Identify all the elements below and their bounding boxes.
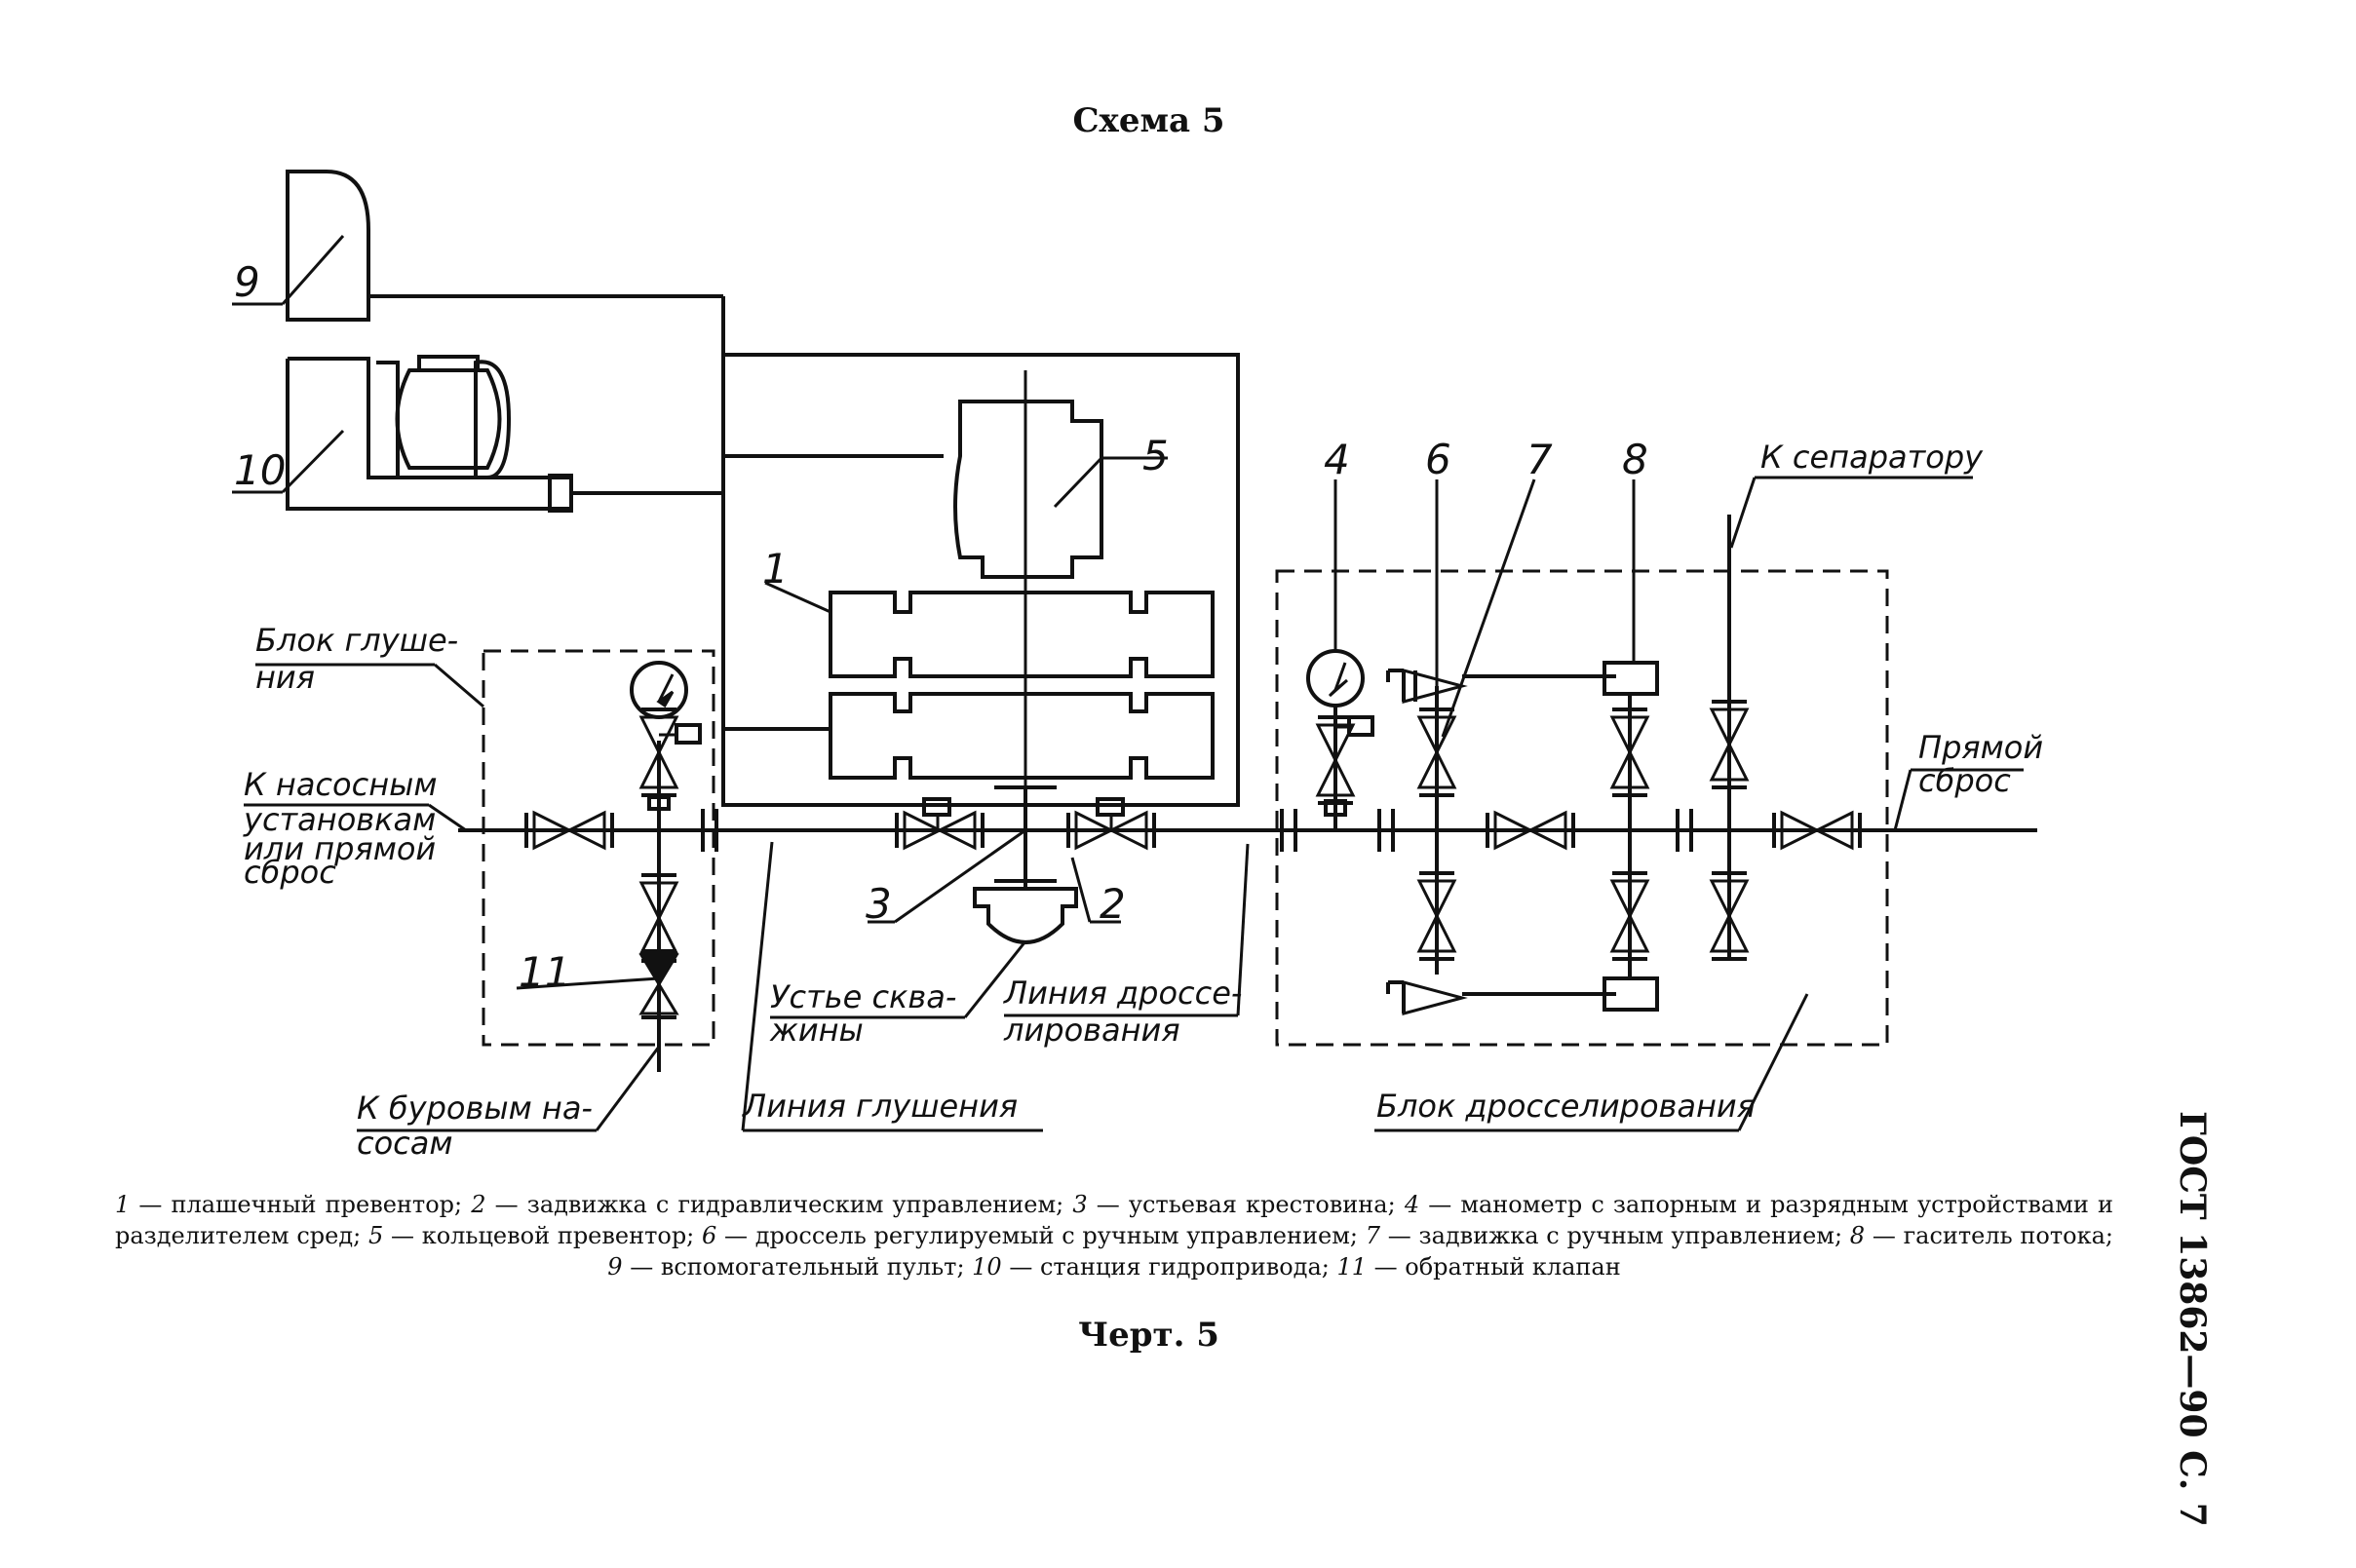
choke-block-caption: Блок дросселирования [1374, 993, 1809, 1132]
legend-item: 2 — задвижка с гидравлическим управление… [471, 1191, 1073, 1218]
legend-item: 5 — кольцевой превентор; [367, 1222, 703, 1249]
choke-block: 4 6 7 8 [1275, 436, 1889, 1047]
to-separator-caption: К сепаратору [1729, 439, 1984, 549]
label-10: 10 [234, 446, 286, 494]
label-11: 11 [519, 948, 570, 996]
label-3: 3 [866, 880, 892, 928]
label-6: 6 [1425, 436, 1451, 483]
label-1: 1 [762, 545, 789, 593]
legend-item: 6 — дроссель регулируемый с ручным управ… [702, 1222, 1366, 1249]
svg-text:Прямой: Прямой [1918, 729, 2043, 766]
svg-text:К буровым на-: К буровым на- [357, 1090, 593, 1127]
svg-text:Линия дроссе-: Линия дроссе- [1003, 975, 1242, 1012]
svg-text:сброс: сброс [244, 854, 336, 891]
legend-item: 3 — устьевая крестовина; [1072, 1191, 1405, 1218]
choke-line-caption: Линия дроссе- лирования [1003, 843, 1250, 1049]
ram-preventers: 1 [762, 545, 1215, 780]
hydraulic-station: 10 [232, 355, 723, 513]
legend: 1 — плашечный превентор; 2 — задвижка с … [115, 1189, 2113, 1282]
legend-item: 9 — вспомогательный пульт; [607, 1253, 973, 1281]
svg-text:Линия глушения: Линия глушения [742, 1088, 1018, 1125]
to-pump-caption: К насосным установкам или прямой сброс [243, 766, 467, 891]
legend-item: 1 — плашечный превентор; [115, 1191, 472, 1218]
svg-text:или прямой: или прямой [244, 830, 436, 867]
svg-text:Блок глуше-: Блок глуше- [255, 622, 458, 659]
svg-text:лирования: лирования [1003, 1012, 1180, 1049]
legend-item: 4 — манометр с запорным и разрядным устр… [115, 1191, 2114, 1249]
wellhead-assembly: 3 2 [866, 785, 1156, 944]
drawing-title: Черт. 5 [1078, 1316, 1219, 1355]
bop-control-frame [721, 353, 1240, 807]
label-8: 8 [1622, 436, 1648, 483]
kill-block: 11 [482, 649, 718, 1072]
kill-line-caption: Линия глушения [741, 841, 1043, 1132]
kill-block-caption: Блок глуше- ния [255, 622, 484, 708]
svg-text:сброс: сброс [1918, 762, 2011, 799]
label-7: 7 [1526, 436, 1553, 483]
svg-text:Устье сква-: Устье сква- [770, 978, 956, 1015]
label-2: 2 [1100, 880, 1126, 928]
legend-item: 8 — гаситель потока; [1849, 1222, 2113, 1249]
scheme-title: Схема 5 [1072, 101, 1225, 140]
label-9: 9 [234, 258, 260, 306]
svg-text:К сепаратору: К сепаратору [1760, 439, 1984, 476]
legend-item: 7 — задвижка с ручным управлением; [1365, 1222, 1850, 1249]
svg-text:К насосным: К насосным [244, 766, 438, 803]
legend-item: 10 — станция гидропривода; [972, 1253, 1337, 1281]
label-4: 4 [1324, 436, 1350, 483]
legend-item: 11 — обратный клапан [1336, 1253, 1621, 1281]
annular-preventer: 5 [953, 400, 1169, 579]
svg-text:Блок дросселирования: Блок дросселирования [1376, 1088, 1756, 1125]
label-5: 5 [1142, 432, 1169, 479]
standard-code: ГОСТ 13862—90 С. 7 [2172, 1111, 2213, 1527]
svg-text:установкам: установкам [243, 801, 436, 838]
to-drill-pumps-caption: К буровым на- сосам [357, 1046, 661, 1162]
direct-discharge-caption: Прямой сброс [1893, 729, 2043, 831]
wellhead-caption: Устье сква- жины [769, 940, 1027, 1049]
